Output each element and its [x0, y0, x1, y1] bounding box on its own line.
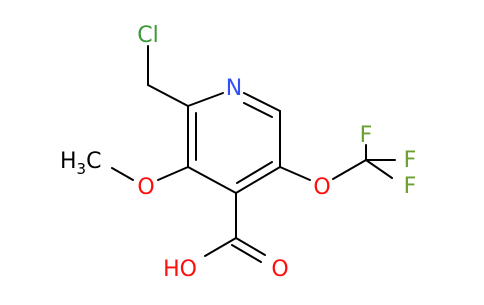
ether-oxygen-label: O [313, 175, 330, 200]
pyridine-ring [187, 92, 281, 194]
bond-n1-c6 [243, 92, 281, 112]
trifluoromethoxy-group: O F F F [279, 123, 417, 200]
bond-c2-ch2 [147, 84, 189, 107]
bond-o-cf3 [332, 159, 367, 180]
hydroxyl-label: HO [163, 257, 197, 282]
bond-c5-o [279, 166, 311, 181]
bond-cf3-f-bottom [365, 159, 393, 179]
carbonyl-oxygen-label: O [271, 257, 288, 282]
methyl-label: H3C [60, 149, 101, 178]
bond-c4-c3 [187, 166, 237, 194]
methyl-subscript: 3 [77, 160, 87, 178]
nitrogen-label: N [226, 76, 242, 101]
bond-c5-c4-inner [236, 161, 273, 184]
methoxy-group: O H3C [60, 149, 189, 200]
bond-c2-n1 [187, 92, 224, 107]
fluorine-top-label: F [360, 123, 373, 148]
bond-c5-c4 [235, 166, 281, 194]
methyl-h: H [60, 149, 77, 174]
fluorine-bottom-label: F [404, 174, 417, 199]
methoxy-oxygen-label: O [137, 175, 154, 200]
chloromethyl-group: Cl [137, 23, 189, 107]
bond-c-o-double-1 [235, 237, 266, 256]
bond-c-o-double-2 [231, 244, 262, 263]
bond-c-oh [204, 237, 237, 257]
bond-n1-c6-inner [243, 102, 273, 118]
methyl-c: C [86, 149, 101, 174]
chlorine-label: Cl [137, 23, 158, 48]
fluorine-right-label: F [404, 148, 417, 173]
bond-c3-o [157, 166, 189, 181]
bond-o-ch3 [111, 167, 134, 181]
carboxylic-acid-group: HO O [163, 192, 289, 282]
